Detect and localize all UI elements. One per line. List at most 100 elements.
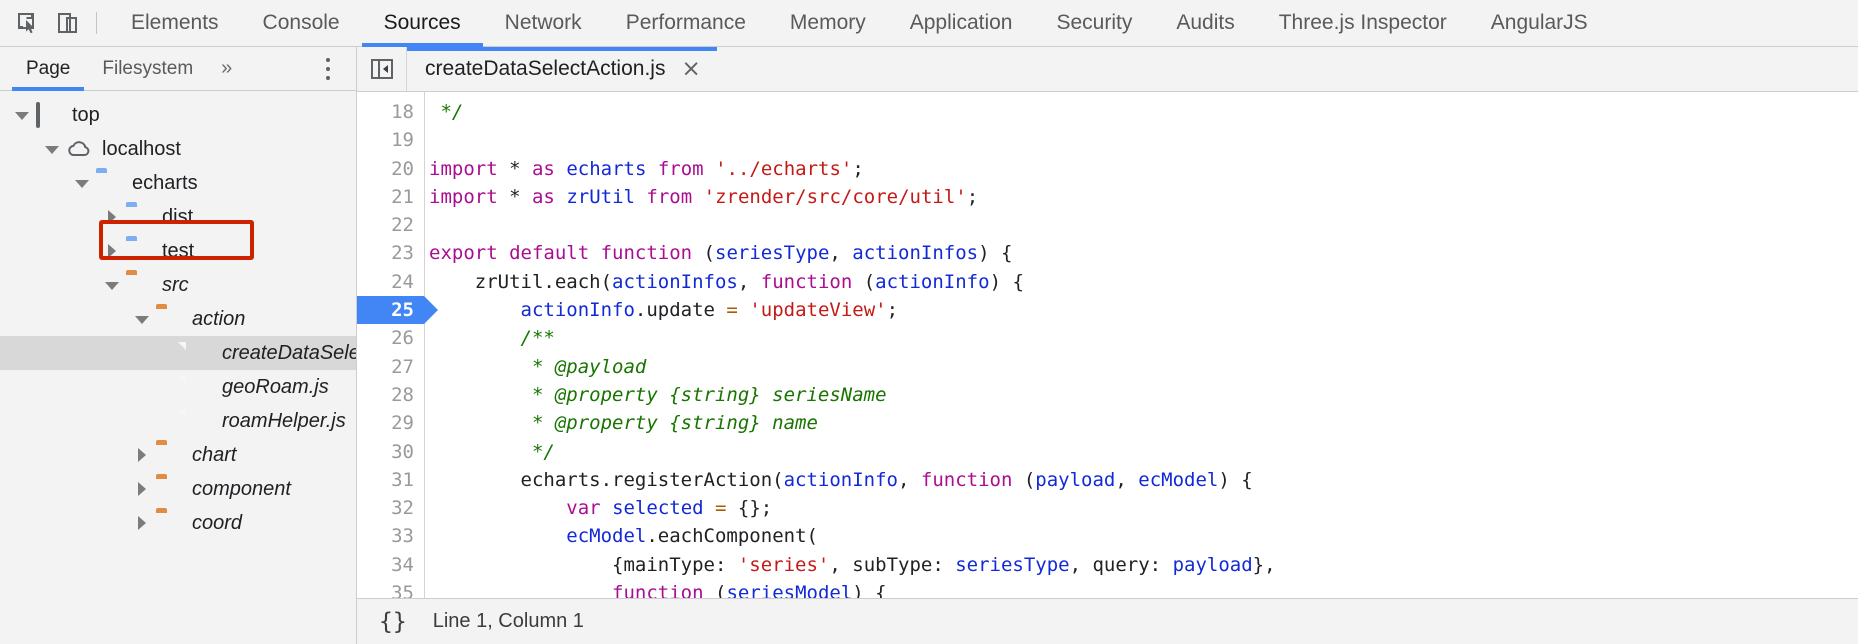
code-line[interactable]: */: [429, 98, 1858, 126]
tree-item-action[interactable]: action: [0, 302, 356, 336]
code-token: 'updateView': [749, 299, 887, 322]
editor-pane: createDataSelectAction.js × 18 19 20 21 22 23…: [357, 47, 1858, 644]
code-token: as: [531, 185, 555, 208]
code-line[interactable]: ecModel.eachComponent(: [429, 522, 1858, 550]
line-number[interactable]: 29: [391, 412, 414, 435]
panel-tab-security[interactable]: Security: [1034, 0, 1154, 46]
line-number[interactable]: 31: [391, 468, 414, 491]
panel-tab-angularjs[interactable]: AngularJS: [1469, 0, 1610, 46]
panel-tab-sources[interactable]: Sources: [361, 0, 483, 47]
disclosure-triangle-icon[interactable]: [74, 175, 91, 192]
tree-item-echarts[interactable]: echarts: [0, 166, 356, 200]
device-toolbar-icon[interactable]: [48, 3, 88, 43]
tree-item-dist[interactable]: dist: [0, 200, 356, 234]
code-token: [738, 299, 749, 321]
panel-tab-audits[interactable]: Audits: [1154, 0, 1256, 46]
tree-item-src[interactable]: src: [0, 268, 356, 302]
code-token: zrUtil.each(: [429, 270, 613, 293]
line-number[interactable]: 21: [391, 185, 414, 208]
code-line[interactable]: actionInfo.update = 'updateView';: [429, 296, 1858, 324]
tree-item-test[interactable]: test: [0, 234, 356, 268]
line-number[interactable]: 20: [391, 157, 414, 180]
disclosure-triangle-icon[interactable]: [44, 141, 61, 158]
nav-tab-page[interactable]: Page: [10, 47, 86, 91]
line-number[interactable]: 24: [391, 270, 414, 293]
tree-item-label: component: [192, 477, 291, 500]
line-number[interactable]: 30: [391, 440, 414, 463]
code-line[interactable]: export default function (seriesType, act…: [429, 239, 1858, 267]
line-number[interactable]: 26: [391, 327, 414, 350]
code-line[interactable]: zrUtil.each(actionInfos, function (actio…: [429, 268, 1858, 296]
more-tabs-chevron-icon[interactable]: »: [221, 57, 232, 79]
tree-item-chart[interactable]: chart: [0, 438, 356, 472]
tree-item-component[interactable]: component: [0, 472, 356, 506]
code-line[interactable]: */: [429, 438, 1858, 466]
panel-tab-three-js-inspector[interactable]: Three.js Inspector: [1257, 0, 1469, 46]
code-line[interactable]: * @payload: [429, 353, 1858, 381]
line-number[interactable]: 18: [391, 101, 414, 123]
panel-tab-elements[interactable]: Elements: [109, 0, 241, 46]
frame-icon: [36, 102, 62, 128]
show-navigator-icon[interactable]: [357, 47, 407, 91]
code-token: [555, 186, 566, 208]
disclosure-triangle-icon[interactable]: [104, 277, 121, 294]
panel-tab-application[interactable]: Application: [888, 0, 1035, 46]
inspect-element-icon[interactable]: [8, 3, 48, 43]
panel-tab-memory[interactable]: Memory: [768, 0, 888, 46]
panel-tab-label: Elements: [131, 11, 219, 34]
disclosure-triangle-icon[interactable]: [134, 311, 151, 328]
code-token: [692, 186, 703, 208]
code-content[interactable]: */ import * as echarts from '../echarts'…: [425, 92, 1858, 598]
tree-item-localhost[interactable]: localhost: [0, 132, 356, 166]
editor-file-tab[interactable]: createDataSelectAction.js ×: [407, 47, 717, 91]
pretty-print-icon[interactable]: {}: [379, 608, 407, 635]
line-number[interactable]: 22: [391, 214, 414, 237]
code-token: =: [726, 299, 738, 322]
disclosure-triangle-icon[interactable]: [134, 515, 151, 532]
code-token: as: [531, 157, 555, 180]
tree-item-roamhelper-js[interactable]: roamHelper.js: [0, 404, 356, 438]
close-icon[interactable]: ×: [681, 55, 701, 82]
panel-tab-performance[interactable]: Performance: [604, 0, 768, 46]
line-number[interactable]: 33: [391, 525, 414, 548]
line-number[interactable]: 32: [391, 497, 414, 520]
code-token: (: [703, 582, 727, 598]
disclosure-triangle-icon[interactable]: [104, 209, 121, 226]
line-number[interactable]: 19: [391, 129, 414, 152]
kebab-menu-icon[interactable]: [318, 57, 338, 80]
tree-item-coord[interactable]: coord: [0, 506, 356, 540]
disclosure-triangle-icon[interactable]: [134, 481, 151, 498]
line-number[interactable]: 35: [391, 582, 414, 598]
line-number[interactable]: 34: [391, 553, 414, 576]
code-line[interactable]: * @property {string} name: [429, 409, 1858, 437]
tree-item-georoam-js[interactable]: geoRoam.js: [0, 370, 356, 404]
code-line[interactable]: [429, 126, 1858, 154]
disclosure-triangle-icon[interactable]: [14, 107, 31, 124]
panel-tab-label: Application: [909, 11, 1013, 34]
disclosure-triangle-icon[interactable]: [134, 447, 151, 464]
code-line[interactable]: /**: [429, 324, 1858, 352]
nav-tab-filesystem[interactable]: Filesystem: [86, 47, 209, 90]
nav-tab-page-label: Page: [26, 57, 71, 79]
line-number[interactable]: 23: [391, 242, 414, 265]
tree-item-top[interactable]: top: [0, 98, 356, 132]
tree-item-createdataselectaction-js[interactable]: createDataSelectAction.js: [0, 336, 356, 370]
line-number[interactable]: 27: [391, 355, 414, 378]
code-line[interactable]: function (seriesModel) {: [429, 579, 1858, 598]
code-line[interactable]: var selected = {};: [429, 494, 1858, 522]
tree-item-label: chart: [192, 443, 237, 466]
code-line[interactable]: [429, 211, 1858, 239]
code-token: [704, 158, 715, 180]
code-line[interactable]: echarts.registerAction(actionInfo, funct…: [429, 466, 1858, 494]
code-line[interactable]: import * as zrUtil from 'zrender/src/cor…: [429, 183, 1858, 211]
code-line[interactable]: {mainType: 'series', subType: seriesType…: [429, 551, 1858, 579]
panel-tab-console[interactable]: Console: [241, 0, 362, 46]
panel-tab-network[interactable]: Network: [483, 0, 604, 46]
disclosure-triangle-icon[interactable]: [104, 243, 121, 260]
line-number[interactable]: 25: [357, 296, 438, 325]
code-line[interactable]: * @property {string} seriesName: [429, 381, 1858, 409]
code-line[interactable]: import * as echarts from '../echarts';: [429, 155, 1858, 183]
line-number[interactable]: 28: [391, 383, 414, 406]
